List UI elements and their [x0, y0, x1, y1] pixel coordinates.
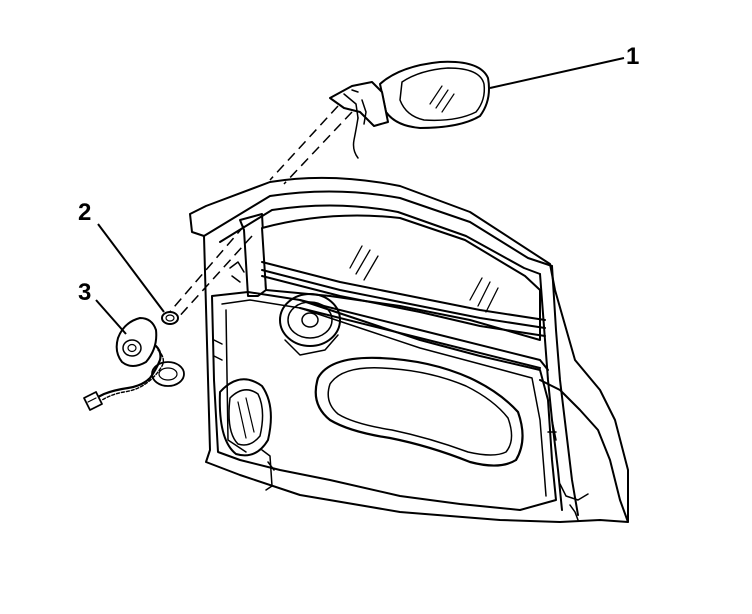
panel-clips	[213, 261, 245, 361]
beltline-strip	[261, 261, 549, 371]
door-assembly	[189, 176, 629, 523]
mirror-grommet	[161, 311, 179, 325]
callout-number-1: 1	[626, 43, 639, 70]
window-frame-top	[203, 190, 553, 275]
glass-hatch	[349, 245, 499, 313]
window-rear-pillar	[539, 265, 579, 516]
mirror-alignment-line	[269, 105, 353, 185]
upper-speaker	[279, 293, 341, 356]
leader-line-3	[95, 299, 127, 335]
mirror-base	[329, 81, 389, 127]
callout-number-2: 2	[78, 199, 91, 226]
callout-leaders	[95, 57, 625, 335]
outside-rearview-mirror	[329, 60, 490, 159]
mirror-glass	[399, 67, 486, 122]
inner-door-panel	[211, 291, 557, 511]
leader-line-2	[97, 223, 165, 313]
harness-alignment-line	[167, 225, 253, 321]
mirror-glass-hatch	[429, 85, 455, 113]
lower-speaker-pocket	[218, 378, 272, 457]
access-hole	[314, 356, 524, 467]
access-hole-inner	[327, 367, 513, 456]
inner-panel-edge	[221, 299, 547, 497]
mirror-harness-connector-seal	[83, 317, 185, 411]
door-hinge-details	[261, 419, 589, 521]
callout-number-3: 3	[78, 279, 91, 306]
leader-line-1	[489, 57, 625, 89]
mirror-harness	[352, 117, 359, 159]
window-front-pillar	[239, 213, 267, 297]
door-outer-frame	[189, 176, 629, 523]
